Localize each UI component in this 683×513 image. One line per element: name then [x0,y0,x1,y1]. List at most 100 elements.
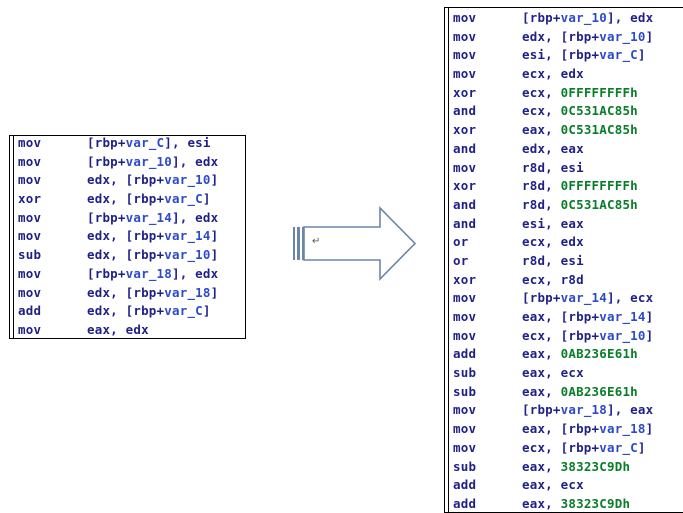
mnemonic: mov [18,135,42,150]
operand: ] [645,327,654,343]
operand: esi, eax [522,215,584,231]
operand: ], edx [172,265,219,281]
operand: edx, eax [522,140,584,156]
hex-constant: 0FFFFFFFFh [560,84,638,100]
variable-name: var_C [164,191,203,207]
operand: eax, [522,383,561,399]
operand: ecx, edx [522,234,584,250]
code-line: or r8d, esi [453,252,683,271]
mnemonic: mov [453,421,477,437]
operand: ] [645,28,654,44]
mnemonic: xor [453,271,477,287]
code-line: and esi, eax [453,215,683,234]
mnemonic: or [453,234,469,250]
operand: ] [202,303,211,319]
operand: ], edx [172,209,219,225]
variable-name: var_10 [599,327,646,343]
code-line: mov[rbp+var_18], edx [18,265,245,284]
code-line: mov edx, [rbp+var_14] [18,227,245,246]
operand: ], edx [172,153,219,169]
hex-constant: 38323C9Dh [560,495,631,511]
variable-name: var_14 [599,309,646,324]
mnemonic: mov [453,439,477,455]
operand: r8d, [522,196,561,212]
mnemonic: xor [453,178,477,194]
operand: r8d, esi [522,252,584,268]
mnemonic: mov [453,327,477,343]
code-line: mov[rbp+var_14], ecx [453,289,683,308]
operand: [rbp+ [522,290,561,306]
mnemonic: or [453,252,469,268]
operand: ] [210,247,219,263]
variable-name: var_18 [164,284,211,300]
variable-name: var_10 [164,247,211,263]
mnemonic: add [453,477,477,493]
mnemonic: sub [453,458,477,474]
hex-constant: 0AB236E61h [560,346,638,362]
operand: esi, [rbp+ [522,47,600,63]
code-line: mov[rbp+var_C], esi [18,135,245,153]
operand: eax, ecx [522,477,584,493]
operand: ecx, edx [522,66,584,82]
variable-name: var_10 [164,172,211,188]
operand: ] [210,228,219,244]
variable-name: var_C [599,47,638,63]
operand: edx, [rbp+ [87,228,165,244]
operand: [rbp+ [522,10,561,25]
operand: edx, [rbp+ [87,191,165,207]
mnemonic: mov [18,153,42,169]
operand: ecx, [522,103,561,119]
operand: eax, [522,458,561,474]
mnemonic: and [453,215,477,231]
variable-name: var_C [164,303,203,319]
variable-name: var_14 [164,228,211,244]
variable-name: var_14 [125,209,172,225]
operand: [rbp+ [87,209,126,225]
return-mark-icon: ↵ [312,236,321,247]
mnemonic: mov [18,228,42,244]
code-line: mov[rbp+var_10], edx [453,9,683,28]
operand: ecx, [522,84,561,100]
hex-constant: 0C531AC85h [560,196,638,212]
mnemonic: mov [18,209,42,225]
variable-name: var_10 [599,28,646,44]
hex-constant: 0C531AC85h [560,122,638,138]
operand: ], edx [607,10,654,25]
operand: r8d, esi [522,159,584,175]
operand: [rbp+ [87,135,126,150]
operand: ], ecx [607,290,654,306]
hex-constant: 0AB236E61h [560,383,638,399]
operand: edx, [rbp+ [87,303,165,319]
transform-arrow-icon [293,206,417,281]
operand: ] [210,284,219,300]
hex-constant: 38323C9Dh [560,458,631,474]
operand: eax, [522,122,561,138]
hex-constant: 0FFFFFFFFh [560,178,638,194]
mnemonic: mov [18,284,42,300]
code-line: mov[rbp+var_18], eax [453,401,683,420]
operand: edx, [rbp+ [87,172,165,188]
operand: ] [637,439,646,455]
operand: ecx, [rbp+ [522,327,600,343]
variable-name: var_18 [560,402,607,418]
operand: edx, [rbp+ [87,247,165,263]
mnemonic: mov [453,28,477,44]
